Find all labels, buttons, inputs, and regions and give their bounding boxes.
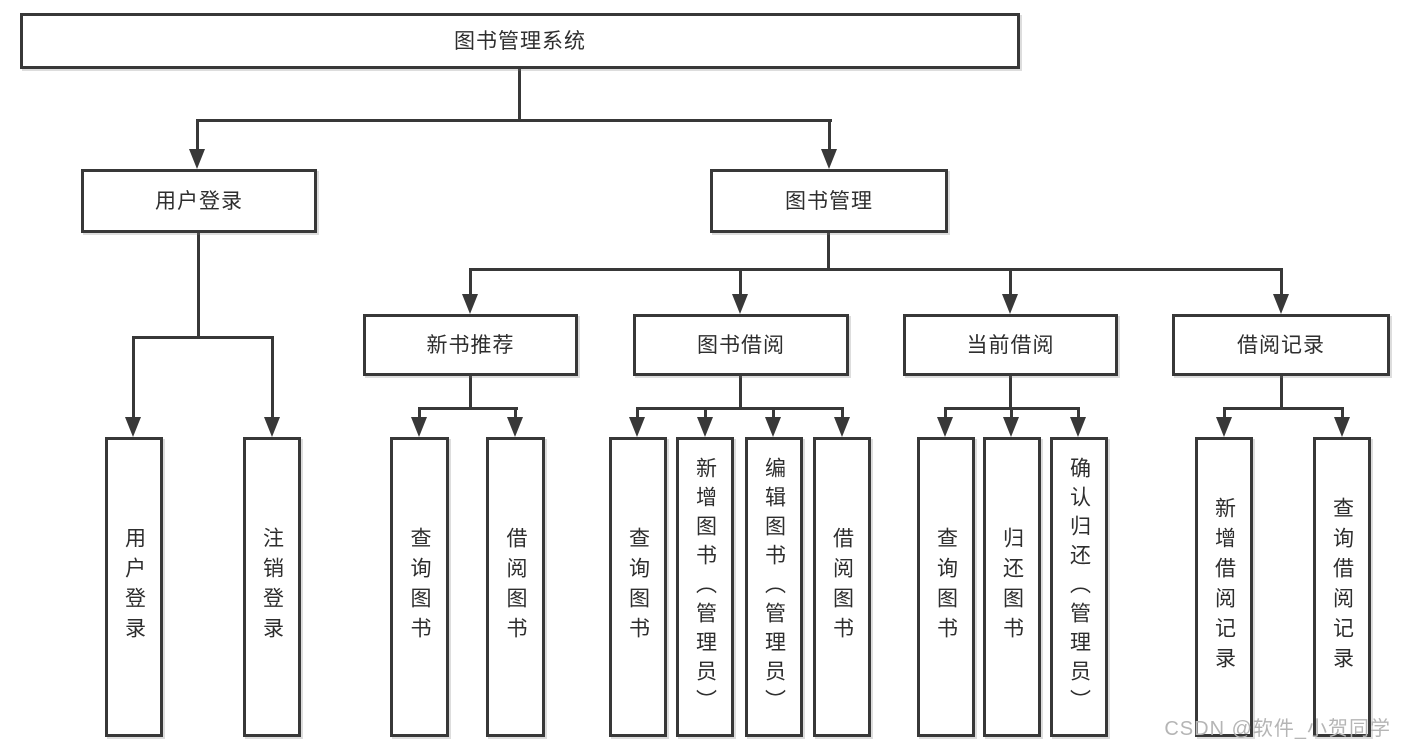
leaf-add-books-admin: 新增图书（管理员） — [676, 437, 734, 737]
arrow-down-icon — [821, 149, 837, 169]
leaf-add-borrow-record: 新增借阅记录 — [1195, 437, 1253, 737]
leaf-query-books-3-label: 查询图书 — [934, 527, 958, 647]
connector-line — [469, 268, 472, 296]
leaf-borrow-books-2-label: 借阅图书 — [830, 527, 854, 647]
node-current-borrow-label: 当前借阅 — [966, 333, 1055, 357]
connector-line — [739, 268, 742, 296]
arrow-down-icon — [1216, 417, 1232, 437]
node-book-mgmt: 图书管理 — [710, 169, 948, 233]
watermark: CSDN @软件_小贺同学 — [1164, 718, 1391, 740]
leaf-borrow-books-1-label: 借阅图书 — [504, 527, 527, 647]
arrow-down-icon — [765, 417, 781, 437]
leaf-add-borrow-record-label: 新增借阅记录 — [1212, 497, 1236, 677]
connector-line — [1009, 268, 1012, 296]
connector-line — [944, 407, 947, 419]
connector-line — [132, 336, 135, 418]
connector-line — [196, 119, 199, 151]
connector-line — [1223, 407, 1343, 410]
leaf-query-books-3: 查询图书 — [917, 437, 975, 737]
leaf-query-books-2-label: 查询图书 — [626, 527, 650, 647]
connector-line — [1010, 407, 1013, 419]
node-book-borrow-label: 图书借阅 — [697, 333, 785, 357]
connector-line — [636, 407, 639, 419]
arrow-down-icon — [189, 149, 205, 169]
connector-line — [704, 407, 707, 419]
connector-line — [1009, 376, 1012, 407]
node-book-borrow: 图书借阅 — [633, 314, 849, 376]
connector-line — [636, 407, 844, 410]
connector-line — [418, 407, 421, 419]
leaf-user-login-label: 用户登录 — [122, 527, 146, 647]
leaf-query-books-1: 查询图书 — [390, 437, 449, 737]
connector-line — [271, 336, 274, 418]
arrow-down-icon — [1070, 417, 1086, 437]
node-new-book-rec: 新书推荐 — [363, 314, 578, 376]
leaf-edit-books-admin: 编辑图书（管理员） — [745, 437, 803, 737]
connector-line — [132, 336, 274, 339]
leaf-query-books-2: 查询图书 — [609, 437, 667, 737]
leaf-return-books: 归还图书 — [983, 437, 1041, 737]
connector-line — [1280, 376, 1283, 407]
connector-line — [1223, 407, 1226, 419]
arrow-down-icon — [834, 417, 850, 437]
leaf-confirm-return-admin-label: 确认归还（管理员） — [1067, 456, 1091, 718]
arrow-down-icon — [264, 417, 280, 437]
connector-line — [418, 407, 518, 410]
arrow-down-icon — [462, 294, 478, 314]
node-current-borrow: 当前借阅 — [903, 314, 1118, 376]
leaf-query-books-1-label: 查询图书 — [408, 527, 431, 647]
leaf-user-login: 用户登录 — [105, 437, 163, 737]
connector-line — [772, 407, 775, 419]
connector-line — [518, 68, 521, 119]
leaf-borrow-books-1: 借阅图书 — [486, 437, 545, 737]
leaf-query-borrow-record: 查询借阅记录 — [1313, 437, 1371, 737]
node-user-login-label: 用户登录 — [155, 189, 243, 213]
leaf-add-books-admin-label: 新增图书（管理员） — [693, 456, 717, 718]
connector-line — [841, 407, 844, 419]
connector-line — [827, 233, 830, 270]
connector-line — [469, 376, 472, 407]
connector-line — [469, 268, 1283, 271]
arrow-down-icon — [937, 417, 953, 437]
arrow-down-icon — [507, 417, 523, 437]
leaf-confirm-return-admin: 确认归还（管理员） — [1050, 437, 1108, 737]
connector-line — [1280, 268, 1283, 296]
node-borrow-records: 借阅记录 — [1172, 314, 1390, 376]
arrow-down-icon — [1273, 294, 1289, 314]
node-new-book-rec-label: 新书推荐 — [426, 333, 515, 357]
connector-line — [1077, 407, 1080, 419]
connector-line — [514, 407, 517, 419]
leaf-logout: 注销登录 — [243, 437, 301, 737]
node-root: 图书管理系统 — [20, 13, 1020, 69]
leaf-edit-books-admin-label: 编辑图书（管理员） — [762, 456, 786, 718]
node-root-label: 图书管理系统 — [454, 29, 586, 53]
arrow-down-icon — [697, 417, 713, 437]
connector-line — [828, 119, 831, 151]
arrow-down-icon — [629, 417, 645, 437]
connector-line — [739, 376, 742, 407]
arrow-down-icon — [1002, 294, 1018, 314]
arrow-down-icon — [732, 294, 748, 314]
leaf-query-borrow-record-label: 查询借阅记录 — [1330, 497, 1354, 677]
arrow-down-icon — [1334, 417, 1350, 437]
node-user-login: 用户登录 — [81, 169, 317, 233]
connector-line — [1341, 407, 1344, 419]
connector-line — [197, 233, 200, 336]
node-borrow-records-label: 借阅记录 — [1237, 333, 1325, 357]
leaf-logout-label: 注销登录 — [260, 527, 284, 647]
arrow-down-icon — [125, 417, 141, 437]
leaf-return-books-label: 归还图书 — [1000, 527, 1024, 647]
node-book-mgmt-label: 图书管理 — [785, 189, 873, 213]
connector-line — [196, 119, 832, 122]
arrow-down-icon — [411, 417, 427, 437]
arrow-down-icon — [1003, 417, 1019, 437]
leaf-borrow-books-2: 借阅图书 — [813, 437, 871, 737]
